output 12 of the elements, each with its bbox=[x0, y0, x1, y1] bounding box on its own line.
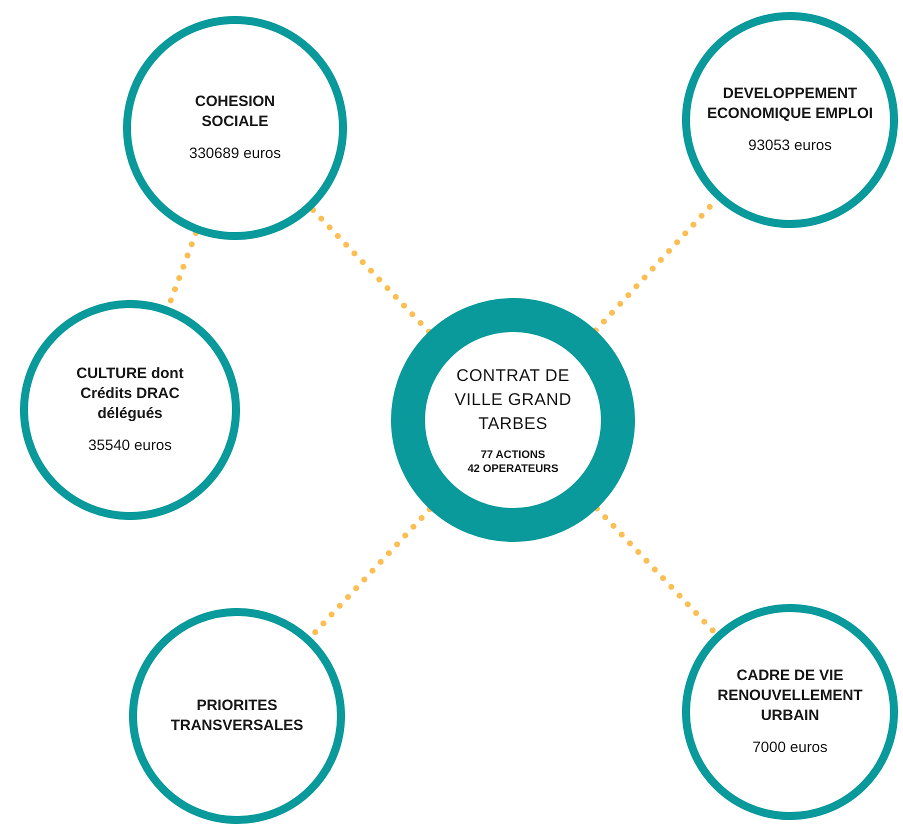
theme-title: CADRE DE VIE RENOUVELLEMENT URBAIN bbox=[716, 666, 864, 726]
theme-title: CULTURE dont Crédits DRAC délégués bbox=[75, 364, 185, 424]
amount-text: 93053 euros bbox=[748, 136, 832, 156]
theme-title: DEVELOPPEMENT ECONOMIQUE EMPLOI bbox=[706, 84, 874, 124]
amount-text: 7000 euros bbox=[752, 738, 828, 758]
amount-text: 330689 euros bbox=[189, 144, 281, 164]
theme-title: COHESION SOCIALE bbox=[194, 92, 276, 132]
center-stat: 77 ACTIONS bbox=[480, 448, 546, 462]
center-title: CONTRAT DE VILLE GRAND TARBES bbox=[453, 365, 573, 435]
center-stat: 42 OPERATEURS bbox=[468, 462, 558, 476]
theme-title: PRIORITES TRANSVERSALES bbox=[170, 696, 304, 736]
amount-text: 35540 euros bbox=[88, 436, 172, 456]
